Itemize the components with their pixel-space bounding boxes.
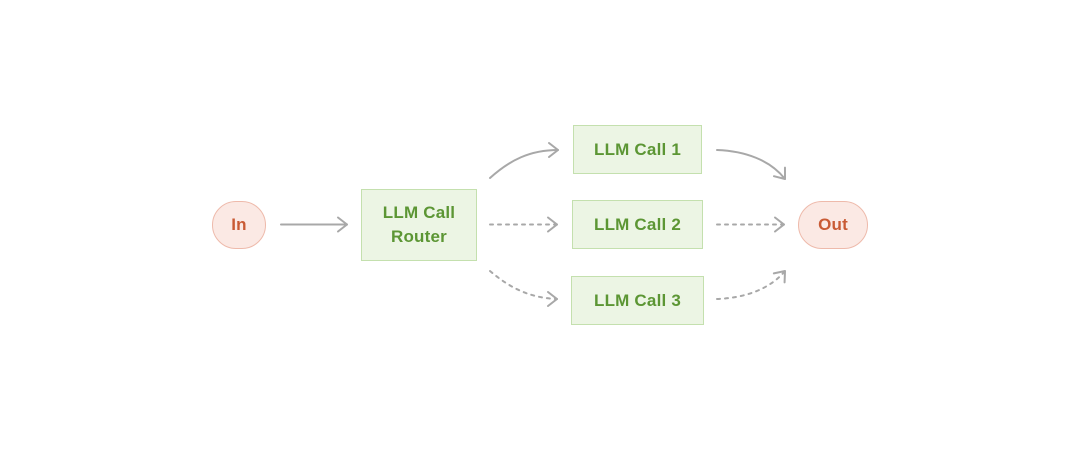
arrowhead-icon [548, 142, 559, 158]
arrowhead-icon [337, 216, 348, 233]
arrowhead-icon [547, 216, 558, 233]
input-node: In [212, 201, 266, 249]
llm-call-3-node: LLM Call 3 [571, 276, 704, 325]
edge-call-3-to-output [716, 270, 786, 300]
edge-router-to-call-3 [489, 270, 558, 300]
arrowhead-icon [547, 291, 558, 307]
arrowhead-icon [772, 166, 786, 180]
arrowhead-icon [772, 270, 786, 284]
output-node: Out [798, 201, 868, 249]
llm-call-router-node: LLM Call Router [361, 189, 477, 261]
edge-router-to-call-1 [489, 149, 559, 179]
llm-call-1-node: LLM Call 1 [573, 125, 702, 174]
llm-call-2-node: LLM Call 2 [572, 200, 703, 249]
arrowhead-icon [774, 216, 785, 233]
edge-call-1-to-output [716, 149, 786, 180]
